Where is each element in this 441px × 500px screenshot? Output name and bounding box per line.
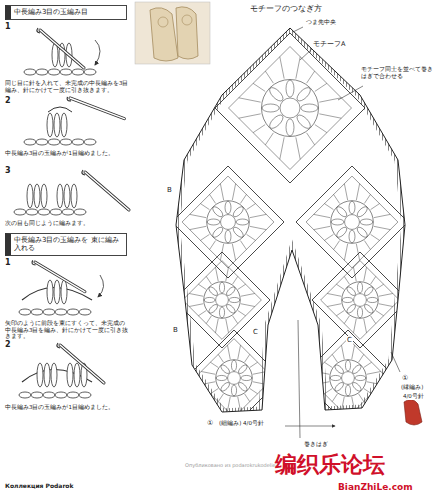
round-number: ①	[206, 419, 214, 427]
section-heading-box: 中長編み3目の玉編みを 束に編み入れる	[5, 233, 127, 256]
step-number: 1	[5, 258, 11, 268]
callout: モチーフ同士を並べて巻きはぎで合わせる	[360, 66, 438, 79]
step-note: 同じ目に針を入れて、未完成の中長編みを3目編み、針にかけて一度に引き抜きます。	[5, 80, 129, 93]
callout: つま先中央	[305, 18, 337, 25]
step-number: 2	[5, 340, 11, 350]
chart-title: モチーフのつなぎ方	[250, 4, 322, 14]
section-heading: 中長編み3目の玉編みを 束に編み入れる	[14, 236, 123, 253]
motif-letter: B	[172, 326, 179, 334]
step-note: 中長編み3目の玉編みが1目編めました。	[5, 150, 129, 157]
section-heading-box: 中長編み3目の玉編み目	[5, 5, 127, 20]
motif-letter: C	[346, 336, 353, 344]
seam-label: 巻きはぎ	[303, 440, 329, 447]
step-note: 矢印のように前段を束にすくって、未完成の中長編み3目を編み、針にかけて一度に引き…	[5, 320, 129, 340]
step-number: 2	[5, 96, 11, 106]
step-note: 次の目も同じように編みます。	[5, 220, 129, 227]
callout: モチーフA	[312, 41, 346, 49]
needle-size: 4/0号針	[402, 393, 425, 400]
stitch-note: (細編み) 4/0号針	[218, 420, 265, 427]
section-heading: 中長編み3目の玉編み目	[14, 8, 123, 16]
stitch-note: (縁編み)	[400, 384, 424, 391]
motif-letter: C	[252, 328, 259, 336]
round-number: ①	[401, 374, 409, 382]
watermark: BianZhiLe.com	[338, 482, 413, 493]
credit: Коллекция Podarok	[5, 482, 73, 489]
watermark: Опубликовано из podarokrukodelie	[185, 462, 276, 468]
step-number: 1	[5, 22, 11, 32]
watermark: 编织乐论坛	[275, 452, 385, 478]
step-number: 3	[5, 166, 11, 176]
motif-letter: B	[166, 186, 173, 194]
step-note: 中長編み3目の玉編みが1目編めました。	[5, 404, 129, 411]
